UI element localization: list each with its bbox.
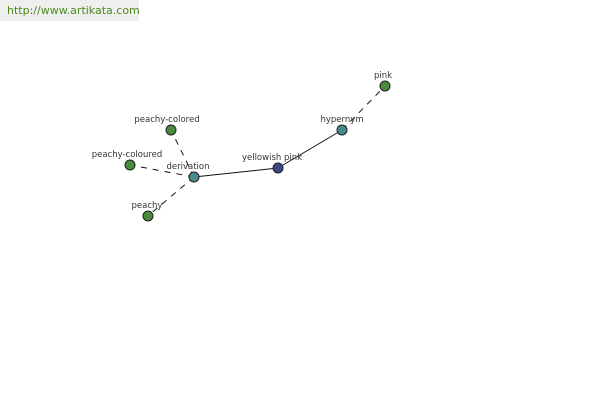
node-peachy[interactable]: peachy (132, 201, 163, 222)
node-derivation-dot (188, 171, 200, 183)
node-peachy-coloured[interactable]: peachy-coloured (92, 150, 163, 171)
node-peachy-colored-dot (165, 124, 177, 136)
node-hypernym[interactable]: hypernym (320, 115, 364, 136)
node-peachy-colored-label: peachy-colored (134, 115, 199, 125)
node-derivation-label: derivation (166, 162, 209, 172)
node-pink-label: pink (374, 71, 392, 81)
edge-hypernym-pink (341, 85, 386, 131)
node-derivation[interactable]: derivation (166, 162, 210, 183)
node-hypernym-dot (336, 124, 348, 136)
node-peachy-coloured-dot (124, 159, 136, 171)
node-peachy-colored[interactable]: peachy-colored (134, 115, 200, 136)
node-peachy-dot (142, 210, 154, 222)
edge-derivation-peachy-colored (170, 129, 195, 178)
node-pink[interactable]: pink (374, 71, 392, 92)
edge-derivation-yellowish-pink (193, 167, 279, 178)
source-url-watermark[interactable]: http://www.artikata.com (0, 0, 140, 21)
node-peachy-coloured-label: peachy-coloured (92, 150, 163, 160)
node-hypernym-label: hypernym (320, 115, 363, 125)
edge-yellowish-pink-hypernym (277, 129, 343, 169)
node-yellowish-pink-label: yellowish pink (242, 153, 302, 163)
node-peachy-label: peachy (132, 201, 163, 211)
edge-derivation-peachy (147, 176, 195, 217)
node-yellowish-pink[interactable]: yellowish pink (242, 153, 302, 174)
node-yellowish-pink-dot (272, 162, 284, 174)
node-pink-dot (379, 80, 391, 92)
